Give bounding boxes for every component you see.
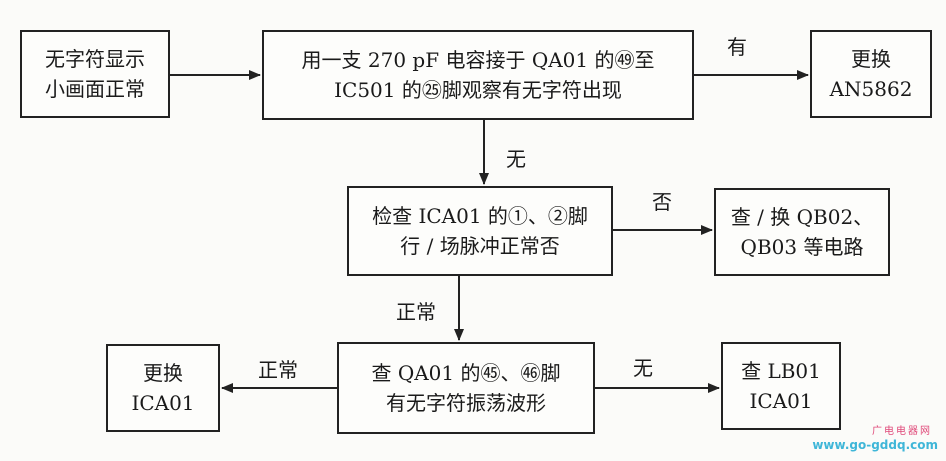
edge-label-no: 否 xyxy=(652,190,672,214)
box-check-lb01: 查 LB01 ICA01 xyxy=(721,342,841,430)
edge-label-normal-2: 正常 xyxy=(258,358,298,382)
box-check-qb02-qb03: 查 / 换 QB02、 QB03 等电路 xyxy=(714,188,890,276)
watermark-site-name: 广电电器网 xyxy=(872,426,932,437)
edge-label-none-2: 无 xyxy=(633,356,653,380)
box-check-oscillation-line-2: 有无字符振荡波形 xyxy=(386,391,546,415)
edge-label-yes: 有 xyxy=(727,35,747,59)
box-check-qb02-qb03-line-1: 查 / 换 QB02、 xyxy=(730,205,874,229)
box-test-capacitor: 用一支 270 pF 电容接于 QA01 的㊾至 IC501 的㉕脚观察有无字符… xyxy=(262,30,694,120)
edge-label-normal-1: 正常 xyxy=(396,300,436,324)
box-replace-an5862-line-1: 更换 xyxy=(851,47,891,71)
box-replace-an5862-line-2: AN5862 xyxy=(829,77,913,101)
box-start: 无字符显示 小画面正常 xyxy=(20,30,170,118)
box-check-qb02-qb03-line-2: QB03 等电路 xyxy=(740,235,864,259)
box-replace-ica01-line-2: ICA01 xyxy=(131,391,195,415)
box-replace-ica01: 更换 ICA01 xyxy=(106,344,220,432)
box-start-line-2: 小画面正常 xyxy=(45,77,145,101)
box-replace-ica01-line-1: 更换 xyxy=(143,361,183,385)
box-check-oscillation: 查 QA01 的㊺、㊻脚 有无字符振荡波形 xyxy=(337,342,595,434)
box-start-line-1: 无字符显示 xyxy=(45,47,145,71)
box-check-ica01-pulse: 检查 ICA01 的①、②脚 行 / 场脉冲正常否 xyxy=(347,186,613,276)
box-check-ica01-pulse-line-2: 行 / 场脉冲正常否 xyxy=(400,234,560,258)
box-test-capacitor-line-1: 用一支 270 pF 电容接于 QA01 的㊾至 xyxy=(301,48,655,72)
edge-label-none-1: 无 xyxy=(506,147,526,171)
box-replace-an5862: 更换 AN5862 xyxy=(810,30,932,118)
box-check-lb01-line-1: 查 LB01 xyxy=(741,359,821,383)
box-check-ica01-pulse-line-1: 检查 ICA01 的①、②脚 xyxy=(372,204,588,228)
watermark-site-url: www.go-gddq.com xyxy=(812,438,938,452)
box-test-capacitor-line-2: IC501 的㉕脚观察有无字符出现 xyxy=(334,78,622,102)
box-check-oscillation-line-1: 查 QA01 的㊺、㊻脚 xyxy=(371,361,561,385)
box-check-lb01-line-2: ICA01 xyxy=(749,389,813,413)
